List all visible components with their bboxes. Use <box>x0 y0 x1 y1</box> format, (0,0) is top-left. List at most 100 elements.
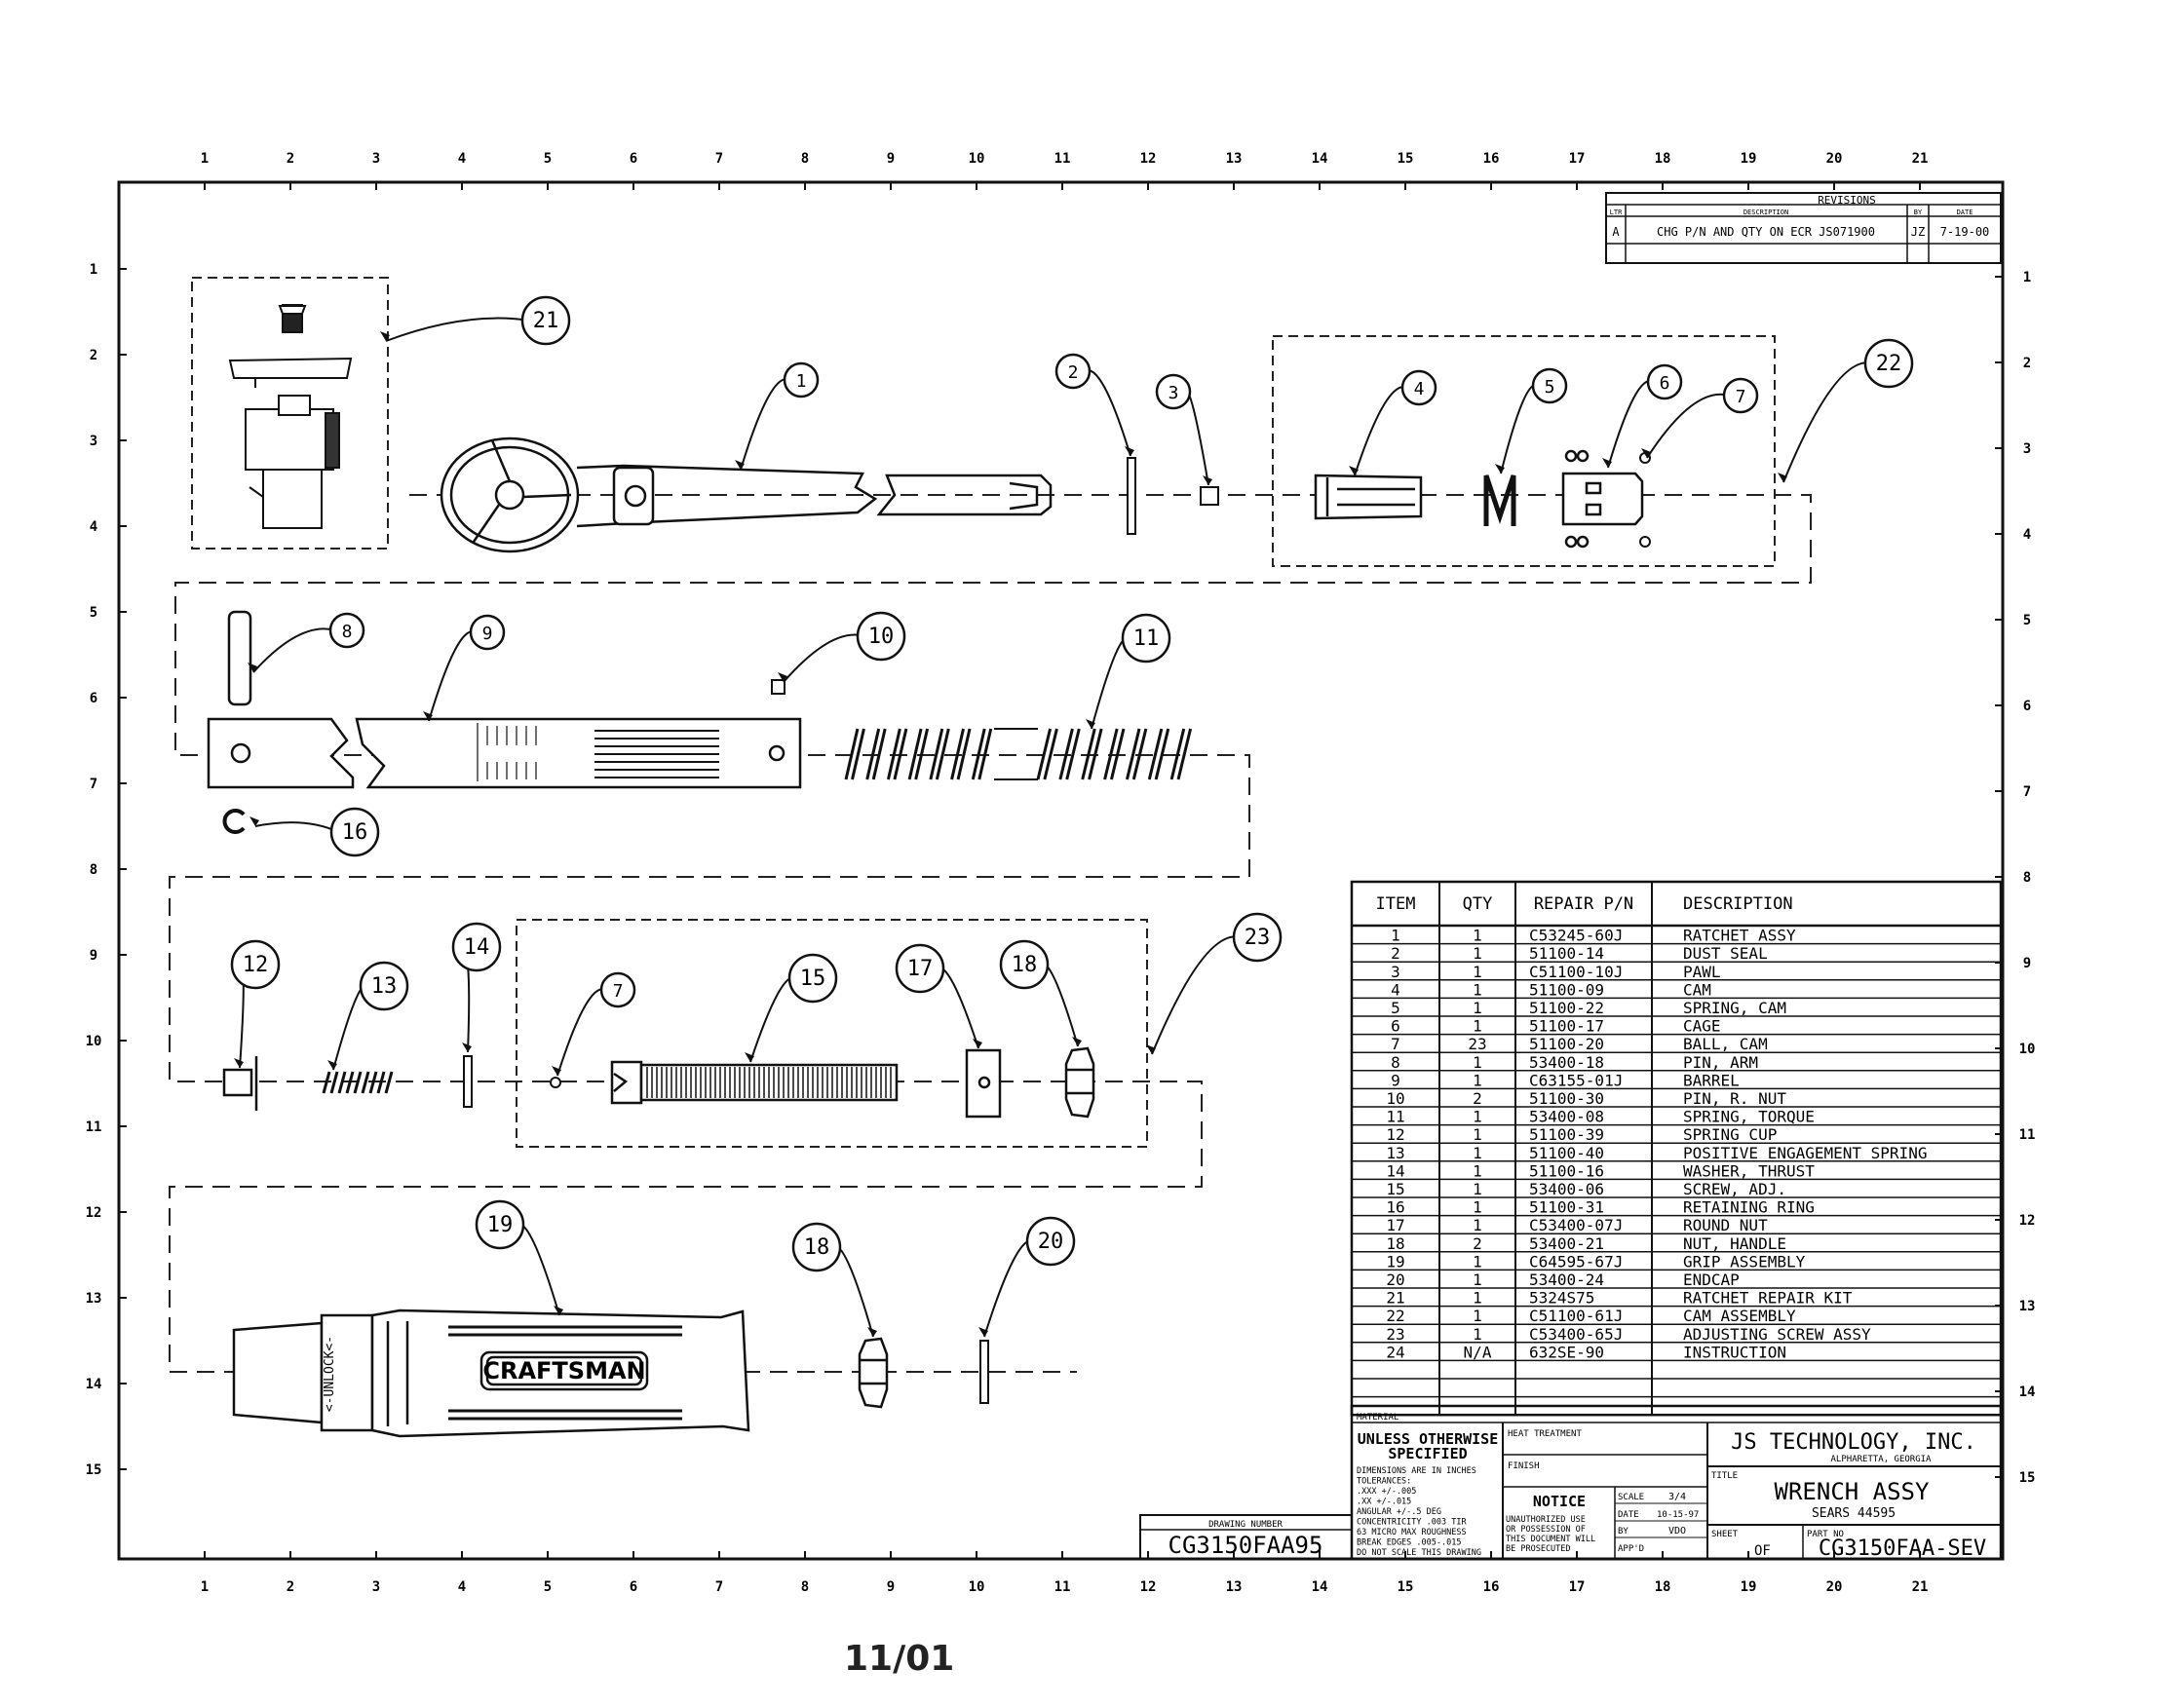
callout-23: 23 <box>1146 912 1283 1055</box>
grid-row-right-13: 13 <box>2019 1299 2036 1314</box>
kit-box-23 <box>516 919 1148 1148</box>
part-handle-nut <box>1064 1046 1095 1119</box>
grid-col-bottom-21: 21 <box>1912 1579 1929 1595</box>
tb-tolerance-line: TOLERANCES: <box>1357 1477 1411 1487</box>
grid-col-top-13: 13 <box>1226 151 1243 167</box>
grid-col-top-9: 9 <box>887 151 895 167</box>
bom-description: RATCHET REPAIR KIT <box>1683 1289 1853 1308</box>
bom-header-qty: QTY <box>1463 894 1493 914</box>
callout-label-6: 6 <box>1660 373 1670 394</box>
callout-18: 18 <box>999 939 1082 1047</box>
grid-col-bottom-14: 14 <box>1312 1579 1328 1595</box>
bom-description: CAGE <box>1683 1017 1721 1036</box>
tb-by-value: VDO <box>1668 1526 1686 1536</box>
tb-of-label: OF <box>1754 1543 1771 1559</box>
bom-part-number: 51100-40 <box>1529 1144 1604 1162</box>
part-ratchet-repair-kit <box>228 304 353 529</box>
callout-7: 7 <box>552 971 636 1077</box>
part-barrel <box>207 717 802 789</box>
bom-item: 7 <box>1391 1035 1400 1053</box>
grid-col-bottom-12: 12 <box>1140 1579 1157 1595</box>
grid-row-right-5: 5 <box>2023 613 2031 628</box>
bom-description: BALL, CAM <box>1683 1035 1768 1053</box>
tb-drawing-number: CG3150FAA95 <box>1169 1532 1323 1559</box>
grid-col-top-15: 15 <box>1398 151 1414 167</box>
kit-box-21 <box>191 277 389 550</box>
bom-description: RETAINING RING <box>1683 1198 1815 1217</box>
bom-qty: 1 <box>1473 1161 1482 1180</box>
callout-10: 10 <box>778 611 906 683</box>
bom-part-number: 51100-31 <box>1529 1198 1604 1217</box>
grid-col-top-16: 16 <box>1483 151 1500 167</box>
grid-row-left-5: 5 <box>90 605 97 621</box>
grid-col-bottom-18: 18 <box>1655 1579 1671 1595</box>
callout-label-5: 5 <box>1545 377 1555 398</box>
bom-item: 17 <box>1386 1216 1404 1234</box>
grid-row-left-14: 14 <box>86 1377 102 1392</box>
bom-description: SPRING, TORQUE <box>1683 1108 1815 1126</box>
tb-tolerance-line: 63 MICRO MAX ROUGHNESS <box>1357 1528 1467 1537</box>
callout-6: 6 <box>1602 363 1683 469</box>
tb-unless: UNLESS OTHERWISE <box>1358 1430 1499 1448</box>
callout-label-16: 16 <box>342 820 368 845</box>
part-dust-seal <box>1127 457 1136 535</box>
bom-part-number: 51100-17 <box>1529 1017 1604 1036</box>
bom-qty: 1 <box>1473 927 1482 945</box>
grid-col-bottom-20: 20 <box>1826 1579 1843 1595</box>
bom-description: DUST SEAL <box>1683 944 1768 963</box>
bom-description: PIN, R. NUT <box>1683 1089 1786 1108</box>
rev-date: 7-19-00 <box>1940 225 1990 239</box>
bom-description: PIN, ARM <box>1683 1053 1758 1072</box>
bom-description: BARREL <box>1683 1071 1740 1089</box>
bom-description: SCREW, ADJ. <box>1683 1180 1786 1198</box>
bom-part-number: 51100-22 <box>1529 999 1604 1017</box>
grid-row-left-1: 1 <box>90 262 97 278</box>
callout-18: 18 <box>791 1222 877 1338</box>
callout-7: 7 <box>1641 377 1759 459</box>
bom-item: 24 <box>1386 1343 1404 1361</box>
bom-item: 23 <box>1386 1325 1404 1344</box>
callout-4: 4 <box>1349 369 1437 476</box>
bom-qty: 1 <box>1473 963 1482 981</box>
grip-brand: CRAFTSMAN <box>482 1357 645 1385</box>
callout-8: 8 <box>248 612 365 673</box>
bom-description: ADJUSTING SCREW ASSY <box>1683 1325 1871 1344</box>
grid-col-top-4: 4 <box>458 151 466 167</box>
callout-label-11: 11 <box>1133 626 1160 651</box>
bom-qty: 1 <box>1473 1180 1482 1198</box>
tb-part-no-label: PART NO <box>1807 1530 1844 1539</box>
grid-col-top-11: 11 <box>1054 151 1071 167</box>
callout-20: 20 <box>978 1216 1076 1338</box>
grid-row-right-6: 6 <box>2023 699 2031 714</box>
bom-description: ENDCAP <box>1683 1271 1740 1289</box>
bom-description: NUT, HANDLE <box>1683 1234 1786 1253</box>
grid-col-bottom-10: 10 <box>969 1579 985 1595</box>
bom-part-number: 632SE-90 <box>1529 1343 1604 1361</box>
tb-heat-treatment: HEAT TREATMENT <box>1508 1429 1582 1439</box>
grid-col-bottom-11: 11 <box>1054 1579 1071 1595</box>
tb-part-no: CG3150FAA-SEV <box>1819 1536 1986 1561</box>
bom-item: 4 <box>1391 980 1400 999</box>
bom-item: 8 <box>1391 1053 1400 1072</box>
sheet-border <box>117 180 2005 1561</box>
bom-part-number: C53245-60J <box>1529 927 1623 945</box>
bom-item: 22 <box>1386 1307 1404 1325</box>
bom-part-number: C64595-67J <box>1529 1252 1623 1271</box>
part-cam <box>1314 474 1423 520</box>
grid-row-right-2: 2 <box>2023 356 2031 371</box>
tb-finish: FINISH <box>1508 1461 1540 1471</box>
bom-part-number: 53400-24 <box>1529 1271 1604 1289</box>
grid-col-bottom-3: 3 <box>372 1579 380 1595</box>
grid-col-top-1: 1 <box>201 151 209 167</box>
